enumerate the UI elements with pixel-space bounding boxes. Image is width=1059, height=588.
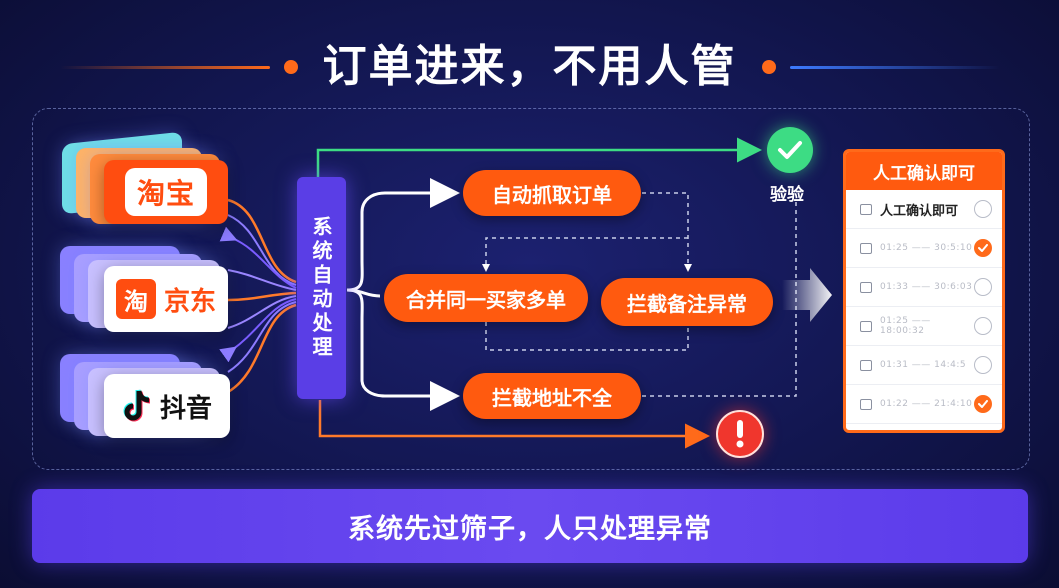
order-row-text: 人工确认即可 bbox=[880, 203, 959, 219]
document-icon bbox=[860, 281, 872, 293]
unchecked-icon[interactable] bbox=[974, 317, 992, 335]
step-intercept-note: 拦截备注异常 bbox=[601, 278, 773, 326]
jd-label: 京东 bbox=[163, 286, 216, 317]
alert-icon bbox=[716, 410, 764, 458]
title-line-left bbox=[60, 66, 270, 69]
order-row-text: 01:25 —— 18:00:32 bbox=[880, 316, 931, 336]
document-icon bbox=[860, 203, 872, 215]
douyin-note-icon bbox=[123, 389, 151, 422]
order-row[interactable]: 01:25 —— 18:00:32 bbox=[846, 307, 1002, 346]
order-row-text: 01:25 —— 30:5:10 bbox=[880, 243, 973, 253]
manual-confirm-panel: 人工确认即可 人工确认即可 01:25 —— 30:5:10 01:33 —— 30… bbox=[843, 149, 1005, 433]
order-row-text: 01:31 —— 14:4:5 bbox=[880, 360, 967, 370]
check-circle-icon bbox=[767, 127, 813, 173]
douyin-card: 抖音 bbox=[104, 374, 230, 438]
summary-banner: 系统先过筛子，人只处理异常 bbox=[32, 489, 1028, 563]
order-row-text: 01:33 —— 30:6:03 bbox=[880, 282, 973, 292]
check-label: 验验 bbox=[770, 185, 804, 205]
page-title: 订单进来，不用人管 bbox=[322, 41, 737, 92]
jd-logo-icon: 淘 bbox=[115, 279, 156, 319]
system-auto-box: 系统自动处理 bbox=[297, 177, 346, 399]
panel-header: 人工确认即可 bbox=[846, 152, 1002, 190]
checked-icon[interactable] bbox=[974, 395, 992, 413]
document-icon bbox=[860, 359, 872, 371]
order-row[interactable]: 01:33 —— 30:6:03 bbox=[846, 268, 1002, 307]
document-icon bbox=[860, 398, 872, 410]
unchecked-icon[interactable] bbox=[974, 278, 992, 296]
order-row-text: 01:22 —— 21:4:10 bbox=[880, 399, 973, 409]
step-merge-orders: 合并同一买家多单 bbox=[384, 274, 588, 322]
order-row[interactable]: 人工确认即可 bbox=[846, 190, 1002, 229]
step-fetch-label: 自动抓取订单 bbox=[492, 182, 612, 207]
order-row[interactable]: 01:22 —— 21:4:10 bbox=[846, 385, 1002, 424]
step-fetch-orders: 自动抓取订单 bbox=[463, 170, 641, 216]
title-dot-left bbox=[284, 60, 298, 74]
douyin-label: 抖音 bbox=[159, 393, 212, 424]
step-merge-label: 合并同一买家多单 bbox=[406, 287, 566, 312]
taobao-card: 淘宝 bbox=[104, 160, 228, 224]
title-line-right bbox=[790, 66, 1000, 69]
unchecked-icon[interactable] bbox=[974, 356, 992, 374]
checked-icon[interactable] bbox=[974, 239, 992, 257]
flow-frame bbox=[32, 108, 1030, 470]
jd-card: 淘 京东 bbox=[104, 266, 228, 332]
title-dot-right bbox=[762, 60, 776, 74]
step-intercept-address-label: 拦截地址不全 bbox=[492, 385, 612, 410]
step-intercept-address: 拦截地址不全 bbox=[463, 373, 641, 419]
document-icon bbox=[860, 242, 872, 254]
order-row[interactable]: 01:25 —— 30:5:10 bbox=[846, 229, 1002, 268]
document-icon bbox=[860, 320, 872, 332]
step-intercept-note-label: 拦截备注异常 bbox=[627, 291, 747, 316]
taobao-label: 淘宝 bbox=[124, 168, 207, 216]
order-row[interactable]: 01:31 —— 14:4:5 bbox=[846, 346, 1002, 385]
unchecked-icon[interactable] bbox=[974, 200, 992, 218]
system-auto-label: 系统自动处理 bbox=[309, 216, 333, 360]
